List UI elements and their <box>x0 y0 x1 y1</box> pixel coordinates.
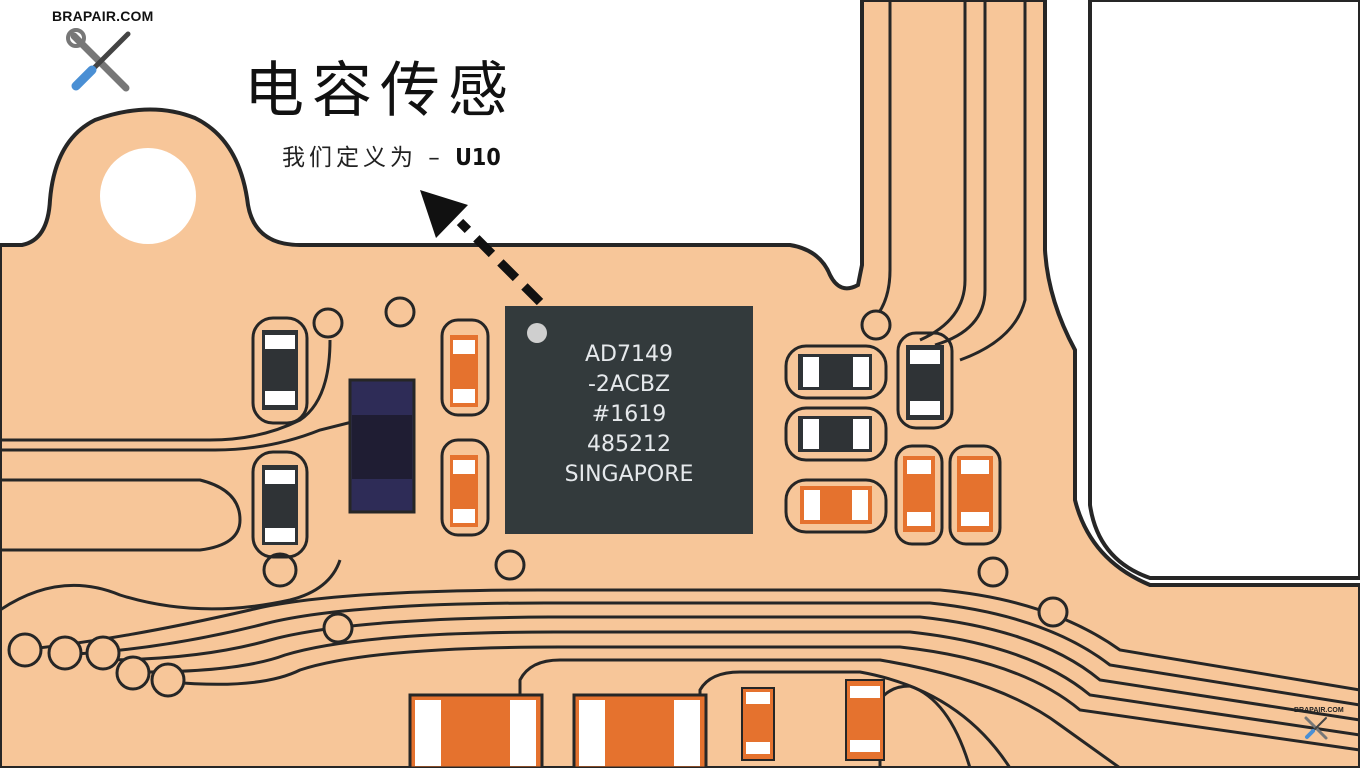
chip-line-3: #1619 <box>591 402 667 427</box>
resistors <box>262 330 944 545</box>
chip-marking: AD7149 -2ACBZ #1619 485212 SINGAPORE <box>506 340 752 490</box>
chip-line-2: -2ACBZ <box>587 372 671 397</box>
chip-line-5: SINGAPORE <box>564 462 694 487</box>
trace-group-bottom <box>19 588 1360 768</box>
chip-line-1: AD7149 <box>585 342 673 367</box>
capacitors <box>408 335 993 768</box>
designator-label: U10 <box>455 145 501 171</box>
ic-chip-u10 <box>505 306 753 534</box>
inductor <box>348 378 416 514</box>
watermark-site: BRAPAIR.COM <box>52 8 154 24</box>
chip-line-4: 485212 <box>587 432 671 457</box>
vias <box>7 296 1069 698</box>
pin1-marker <box>527 323 547 343</box>
component-outlines <box>251 316 1002 559</box>
wrench-screwdriver-icon-small <box>1304 716 1328 740</box>
pointer-arrow <box>420 190 544 306</box>
wrench-screwdriver-icon <box>66 28 131 92</box>
trace-group-vertical <box>873 0 1027 362</box>
mounting-hole <box>100 148 196 244</box>
subtitle-prefix: 我们定义为 – <box>282 145 456 171</box>
watermark-site-small: BRAPAIR.COM <box>1294 707 1344 714</box>
page-title: 电容传感 <box>244 56 516 126</box>
subtitle: 我们定义为 – U10 <box>282 138 501 172</box>
board-cutout <box>1088 0 1360 580</box>
